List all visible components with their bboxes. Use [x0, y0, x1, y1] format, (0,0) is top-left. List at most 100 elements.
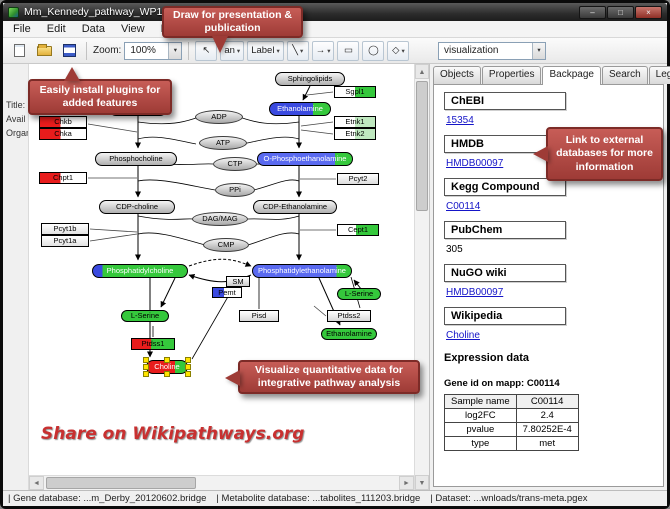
chevron-down-icon: ▾	[532, 42, 545, 59]
chevron-down-icon: ▾	[401, 47, 405, 55]
window-title: Mm_Kennedy_pathway_WP1771_45176.gpml	[24, 6, 241, 18]
pathway-node-adp-3[interactable]: ADP	[195, 110, 243, 124]
menu-item-file[interactable]: File	[13, 23, 31, 35]
pathway-node-l-serine-27[interactable]: L-Serine	[337, 288, 381, 300]
scroll-up-icon[interactable]: ▲	[415, 64, 429, 79]
pathway-node-pcyt2-13[interactable]: Pcyt2	[337, 173, 379, 185]
rect-tool[interactable]: ▭	[337, 40, 360, 61]
tab-objects[interactable]: Objects	[433, 66, 481, 84]
status-bar: | Gene database: ...m_Derby_20120602.bri…	[3, 490, 667, 506]
selection-handle[interactable]	[185, 357, 191, 363]
pathway-node-phosphocholine-10[interactable]: Phosphocholine	[95, 152, 177, 166]
minimize-button[interactable]: –	[579, 5, 606, 19]
tab-properties[interactable]: Properties	[481, 66, 542, 84]
pathway-node-pcyt1a-32[interactable]: Pcyt1a	[41, 235, 89, 247]
pathway-node-cmp-19[interactable]: CMP	[203, 238, 249, 252]
menu-item-plugins[interactable]: Plugins	[160, 23, 197, 35]
selection-handle[interactable]	[143, 364, 149, 370]
pathway-node-o-phosphoethanolamine-12[interactable]: O-Phosphoethanolamine	[257, 152, 353, 166]
selection-handle[interactable]	[143, 371, 149, 377]
selection-handle[interactable]	[143, 357, 149, 363]
pathway-node-ethanolamine-2[interactable]: Ethanolamine	[269, 102, 331, 116]
oval-tool[interactable]: ◯	[362, 40, 385, 61]
pathway-node-sphingolipids-0[interactable]: Sphingolipids	[275, 72, 345, 86]
datanode-tool[interactable]: an▾	[220, 40, 245, 61]
pathway-node-chpt1-30[interactable]: Chpt1	[39, 172, 87, 184]
chebi-link[interactable]: 15354	[446, 115, 474, 126]
rect-tool-icon: ▭	[343, 45, 353, 56]
title-bar[interactable]: Mm_Kennedy_pathway_WP1771_45176.gpml –□×	[3, 3, 667, 21]
pathway-node-etnk1-8[interactable]: Etnk1	[334, 116, 376, 128]
datanode-tool-icon: an	[224, 45, 235, 56]
pointer-tool[interactable]: ↖	[195, 40, 218, 61]
gene-id-line: Gene id on mapp: C00114	[444, 378, 560, 389]
tab-legend[interactable]: Legend	[648, 66, 670, 84]
backpage-section-nugo: NuGO wiki HMDB00097	[444, 264, 653, 307]
zoom-select[interactable]: 100% ▾	[124, 41, 183, 60]
vertical-scroll-thumb[interactable]	[416, 81, 428, 211]
visualization-select[interactable]: visualization ▾	[438, 41, 546, 60]
scroll-down-icon[interactable]: ▼	[415, 475, 429, 490]
pathway-node-cept1-18[interactable]: Cept1	[337, 224, 379, 236]
pathway-node-phosphatidylethanolamine-21[interactable]: Phosphatidylethanolamine	[252, 264, 352, 278]
side-panel-labels: Title: Avail Organ	[3, 64, 29, 490]
pathway-node-choline-1[interactable]: Choline	[109, 102, 167, 116]
pathway-node-pisd-24[interactable]: Pisd	[239, 310, 279, 322]
pathway-node-chka-7[interactable]: Chka	[39, 128, 87, 140]
pathway-node-cdp-choline-15[interactable]: CDP-choline	[99, 200, 175, 214]
selection-handle[interactable]	[185, 364, 191, 370]
label-tool[interactable]: Label▾	[247, 40, 284, 61]
selection-handle[interactable]	[164, 357, 170, 363]
pathway-node-ptdss1-29[interactable]: Ptdss1	[131, 338, 175, 350]
arrow-tool[interactable]: →▾	[311, 40, 335, 61]
pathway-node-ptdss2-26[interactable]: Ptdss2	[327, 310, 371, 322]
pathway-node-atp-4[interactable]: ATP	[199, 136, 247, 150]
wikipedia-header: Wikipedia	[444, 307, 566, 325]
horizontal-scroll-thumb[interactable]	[46, 477, 196, 489]
canvas-vertical-scrollbar[interactable]: ▲ ▼	[414, 64, 429, 490]
toolbar: Zoom: 100% ▾ ↖an▾Label▾╲▾→▾▭◯◇▾ visualiz…	[3, 38, 667, 64]
hmdb-link[interactable]: HMDB00097	[446, 158, 504, 169]
menu-item-edit[interactable]: Edit	[46, 23, 66, 35]
pathway-node-pemt-23[interactable]: Pemt	[212, 287, 242, 298]
pathway-node-l-serine-25[interactable]: L-Serine	[121, 310, 169, 322]
close-button[interactable]: ×	[635, 5, 662, 19]
pathway-availability-label: Avail	[6, 114, 26, 124]
pathway-node-ctp-11[interactable]: CTP	[213, 157, 257, 171]
pathway-node-pcyt1b-31[interactable]: Pcyt1b	[41, 223, 89, 235]
table-cell: Sample name	[444, 394, 517, 409]
kegg-link[interactable]: C00114	[446, 201, 481, 212]
pathway-node-phosphatidylcholine-20[interactable]: Phosphatidylcholine	[92, 264, 188, 278]
menu-item-view[interactable]: View	[120, 23, 145, 35]
menu-item-data[interactable]: Data	[81, 23, 105, 35]
pathway-node-etnk2-9[interactable]: Etnk2	[334, 128, 376, 140]
chevron-down-icon: ▾	[299, 47, 304, 55]
pathway-node-sm-22[interactable]: SM	[226, 276, 250, 287]
scroll-right-icon[interactable]: ►	[399, 476, 414, 490]
selection-handle[interactable]	[185, 371, 191, 377]
canvas-horizontal-scrollbar[interactable]: ◄ ►	[29, 475, 414, 490]
nugo-link[interactable]: HMDB00097	[446, 287, 504, 298]
selection-handle[interactable]	[164, 371, 170, 377]
pathway-node-chkb-6[interactable]: Chkb	[39, 116, 87, 128]
pathway-node-sgpl1-5[interactable]: Sgpl1	[334, 86, 376, 98]
pathway-node-ethanolamine-28[interactable]: Ethanolamine	[321, 328, 377, 340]
wikipedia-link[interactable]: Choline	[446, 330, 480, 341]
tab-backpage[interactable]: Backpage	[542, 66, 601, 85]
maximize-button[interactable]: □	[607, 5, 634, 19]
toolbar-separator	[188, 41, 190, 60]
table-cell: 2.4	[515, 408, 579, 423]
menu-item-help[interactable]: Help	[212, 23, 236, 35]
line-tool[interactable]: ╲▾	[286, 40, 309, 61]
scroll-left-icon[interactable]: ◄	[29, 476, 44, 490]
shape-tool[interactable]: ◇▾	[387, 40, 410, 61]
new-file-button[interactable]	[8, 41, 30, 61]
pathway-node-cdp-ethanolamine-16[interactable]: CDP-Ethanolamine	[253, 200, 337, 214]
pathway-node-dag-mag-17[interactable]: DAG/MAG	[192, 212, 248, 226]
save-button[interactable]	[58, 41, 80, 61]
chevron-down-icon: ▾	[327, 47, 331, 55]
open-button[interactable]	[33, 41, 55, 61]
pathway-node-ppi-14[interactable]: PPi	[215, 183, 255, 197]
tab-search[interactable]: Search	[601, 66, 648, 84]
